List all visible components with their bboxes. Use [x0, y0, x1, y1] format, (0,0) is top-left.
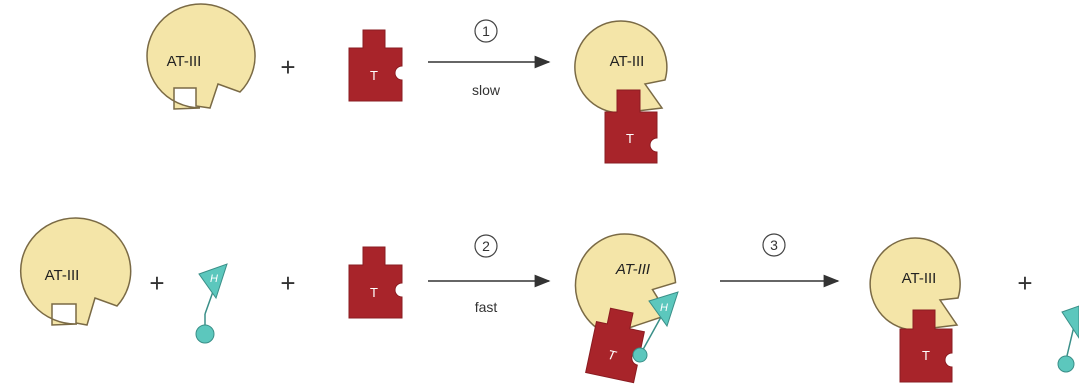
thrombin-label: T: [370, 285, 378, 300]
at3-thrombin-complex-row2: AT-III T: [869, 237, 961, 383]
reaction-rate-label: fast: [475, 299, 498, 315]
at3-label: AT-III: [610, 53, 645, 70]
reaction-arrow-1: 1 slow: [428, 19, 551, 98]
at3-label: AT-III: [902, 270, 937, 287]
plus-sign: +: [149, 268, 164, 298]
reaction-rate-label: slow: [472, 82, 501, 98]
at3-label: AT-III: [167, 53, 202, 70]
at3-label: AT-III: [615, 261, 650, 278]
heparin-released: [1057, 305, 1079, 373]
plus-sign: +: [1017, 268, 1032, 298]
reaction-arrow-2: 2 fast: [428, 234, 551, 315]
step-number: 2: [482, 238, 490, 254]
at3-free-row1: AT-III: [146, 3, 256, 110]
thrombin-label: T: [606, 347, 618, 364]
thrombin-free-row1: T: [348, 29, 403, 102]
step-number: 3: [770, 237, 778, 253]
thrombin-label: T: [370, 68, 378, 83]
plus-sign: +: [280, 52, 295, 82]
ternary-complex: AT-III T H: [574, 233, 679, 384]
heparin-label: H: [210, 273, 218, 285]
reaction-arrow-3: 3: [720, 233, 840, 288]
thrombin-label: T: [922, 348, 930, 363]
at3-free-row2: AT-III: [19, 217, 132, 326]
plus-sign: +: [280, 268, 295, 298]
at3-thrombin-complex-row1: AT-III T: [574, 20, 668, 164]
step-number: 1: [482, 23, 490, 39]
heparin-free-row2: H: [195, 263, 228, 344]
at3-label: AT-III: [45, 267, 80, 284]
thrombin-free-row2: T: [348, 246, 403, 319]
thrombin-label: T: [626, 131, 634, 146]
heparin-label: H: [660, 302, 668, 314]
